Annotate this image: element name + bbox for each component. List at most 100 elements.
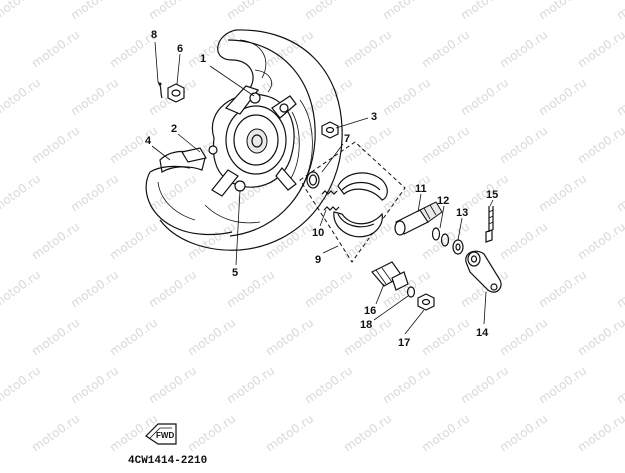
watermark-text: moto0.ru [224, 363, 277, 406]
callout-13: 13 [456, 207, 468, 219]
watermark-text: moto0.ru [614, 75, 625, 118]
washer-part-13 [452, 239, 464, 255]
watermark-text: moto0.ru [29, 123, 82, 166]
watermark-text: moto0.ru [419, 27, 472, 70]
watermark-text: moto0.ru [497, 315, 550, 358]
watermark-text: moto0.ru [380, 0, 433, 22]
callout-4: 4 [145, 135, 152, 147]
nut-part-17 [417, 293, 435, 311]
nut-part-6 [167, 83, 185, 103]
valve-part [149, 147, 207, 173]
watermark-text: moto0.ru [497, 219, 550, 262]
brake-shoe-assembly [299, 141, 406, 263]
watermark-text: moto0.ru [302, 267, 355, 310]
watermark-text: moto0.ru [0, 75, 43, 118]
rear-wheel [145, 29, 343, 251]
callout-7: 7 [344, 133, 350, 145]
watermark-text: moto0.ru [575, 219, 625, 262]
watermark-text: moto0.ru [575, 411, 625, 454]
watermark-text: moto0.ru [68, 0, 121, 22]
watermark-text: moto0.ru [0, 267, 43, 310]
watermark-text: moto0.ru [536, 75, 589, 118]
watermark-text: moto0.ru [107, 315, 160, 358]
watermark-text: moto0.ru [380, 363, 433, 406]
watermark-text: moto0.ru [107, 123, 160, 166]
seal-part-12 [431, 227, 450, 247]
watermark-text: moto0.ru [341, 27, 394, 70]
watermark-text: moto0.ru [458, 0, 511, 22]
callout-3: 3 [371, 111, 377, 123]
watermark-text: moto0.ru [536, 267, 589, 310]
bolt-part-15 [485, 206, 494, 243]
diagram-code: 4CW1414-2210 [128, 455, 207, 467]
callout-9: 9 [315, 254, 321, 266]
watermark-text: moto0.ru [263, 219, 316, 262]
watermark-text: moto0.ru [497, 411, 550, 454]
watermark-text: moto0.ru [185, 315, 238, 358]
wheel-hub [208, 85, 297, 197]
fwd-arrow-icon [145, 423, 177, 445]
watermark-text: moto0.ru [146, 0, 199, 22]
callout-11: 11 [415, 183, 427, 195]
callout-2: 2 [171, 123, 177, 135]
watermark-text: moto0.ru [146, 267, 199, 310]
watermark-text: moto0.ru [614, 267, 625, 310]
callout-14: 14 [476, 327, 489, 339]
watermark-text: moto0.ru [0, 0, 43, 22]
watermark-text: moto0.ru [614, 363, 625, 406]
watermark-text: moto0.ru [536, 363, 589, 406]
watermark-text: moto0.ru [614, 0, 625, 22]
callout-10: 10 [312, 227, 324, 239]
watermark-text: moto0.ru [29, 219, 82, 262]
watermark-text: moto0.ru [68, 75, 121, 118]
watermark-text: moto0.ru [419, 411, 472, 454]
watermark-text: moto0.ru [614, 171, 625, 214]
watermark-text: moto0.ru [497, 123, 550, 166]
watermark-text: moto0.ru [224, 0, 277, 22]
fwd-label: FWD [156, 431, 174, 440]
watermark-text: moto0.ru [146, 363, 199, 406]
watermark-text: moto0.ru [536, 171, 589, 214]
watermark-text: moto0.ru [29, 27, 82, 70]
brake-lever-part-14 [465, 250, 502, 293]
callout-8: 8 [151, 29, 157, 41]
watermark-text: moto0.ru [341, 411, 394, 454]
wire-part-8 [157, 81, 163, 99]
watermark-text: moto0.ru [185, 27, 238, 70]
watermark-text: moto0.ru [458, 363, 511, 406]
leader-lines [151, 41, 494, 335]
shaft-part-16 [371, 261, 409, 291]
watermark-text: moto0.ru [263, 315, 316, 358]
watermark-text: moto0.ru [575, 315, 625, 358]
watermark-text: moto0.ru [185, 219, 238, 262]
watermark-text: moto0.ru [107, 219, 160, 262]
callout-16: 16 [364, 305, 376, 317]
watermark-text: moto0.ru [263, 411, 316, 454]
callout-12: 12 [437, 195, 449, 207]
watermark-text: moto0.ru [29, 411, 82, 454]
watermark-text: moto0.ru [380, 75, 433, 118]
watermark-text: moto0.ru [536, 0, 589, 22]
nut-part-3 [321, 121, 339, 139]
watermark-text: moto0.ru [497, 27, 550, 70]
watermark-text: moto0.ru [302, 363, 355, 406]
watermark-text: moto0.ru [419, 315, 472, 358]
forward-direction-indicator: FWD [145, 423, 177, 445]
watermark-text: moto0.ru [0, 171, 43, 214]
watermark-text: moto0.ru [0, 363, 43, 406]
callout-6: 6 [177, 43, 183, 55]
callout-numbers: 8 6 1 2 4 5 3 7 9 10 11 12 13 15 14 16 1… [145, 29, 498, 349]
oring-part-18 [406, 286, 416, 298]
watermark-text: moto0.ru [68, 363, 121, 406]
watermark-text: moto0.ru [68, 171, 121, 214]
callout-15: 15 [486, 189, 498, 201]
callout-17: 17 [398, 337, 410, 349]
watermark-text: moto0.ru [29, 315, 82, 358]
watermark-text: moto0.ru [68, 267, 121, 310]
callout-5: 5 [232, 267, 238, 279]
camshaft-part-11 [394, 201, 443, 236]
watermark-text: moto0.ru [575, 123, 625, 166]
watermark-text: moto0.ru [458, 75, 511, 118]
